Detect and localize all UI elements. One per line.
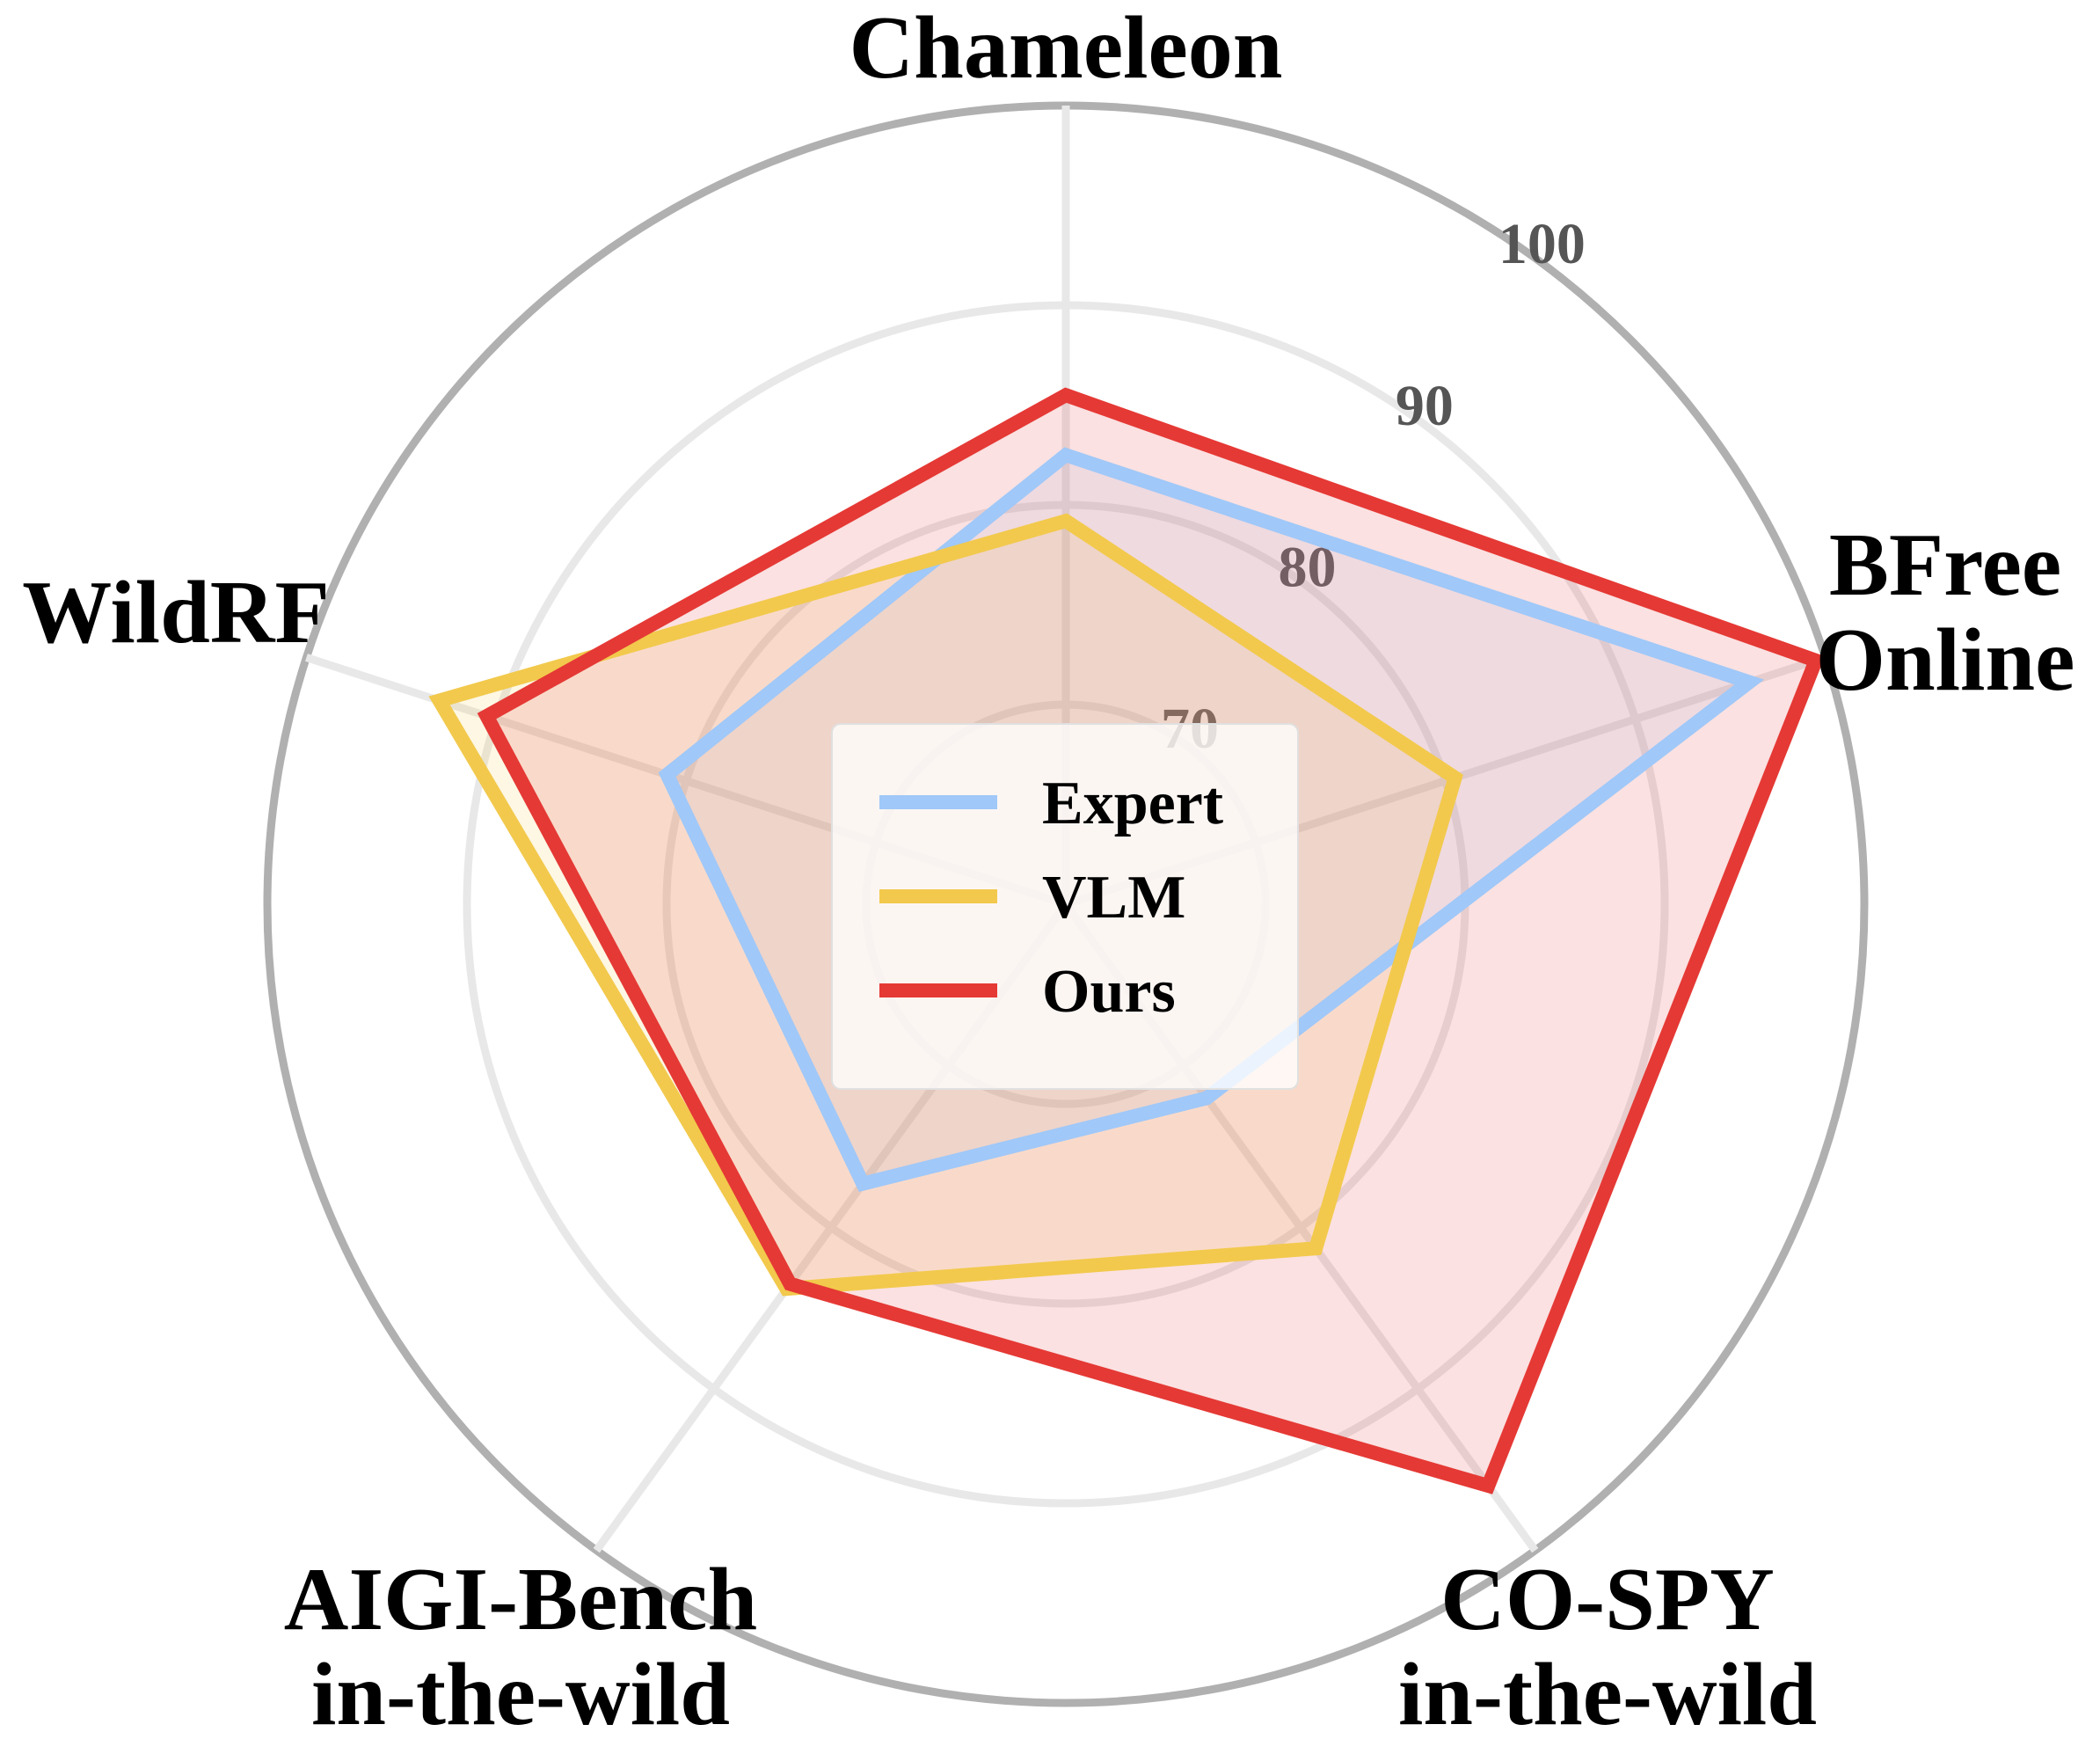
tick-label-100: 100	[1498, 212, 1586, 276]
axis-label-line: BFree	[1829, 515, 2061, 615]
legend-label-expert: Expert	[1042, 770, 1223, 837]
tick-label-90: 90	[1396, 374, 1454, 438]
legend-label-ours: Ours	[1042, 958, 1176, 1026]
axis-label-0: Chameleon	[849, 0, 1283, 98]
axis-label-line: CO-SPY	[1440, 1550, 1775, 1649]
series-line-expert	[658, 447, 1765, 1193]
axis-label-line: Chameleon	[849, 0, 1283, 98]
series-lines	[428, 387, 1826, 1494]
axis-label-line: in-the-wild	[1398, 1645, 1817, 1744]
axis-label-line: in-the-wild	[311, 1645, 730, 1744]
series-line-vlm	[428, 513, 1463, 1297]
axis-label-line: AIGI-Bench	[284, 1550, 757, 1649]
series-line-ours	[477, 387, 1826, 1494]
axis-label-line: Online	[1816, 610, 2075, 710]
axis-label-4: WildRF	[22, 563, 330, 662]
legend-box	[831, 723, 1299, 1090]
legend-label-vlm: VLM	[1042, 864, 1185, 932]
axis-label-line: WildRF	[22, 563, 330, 662]
